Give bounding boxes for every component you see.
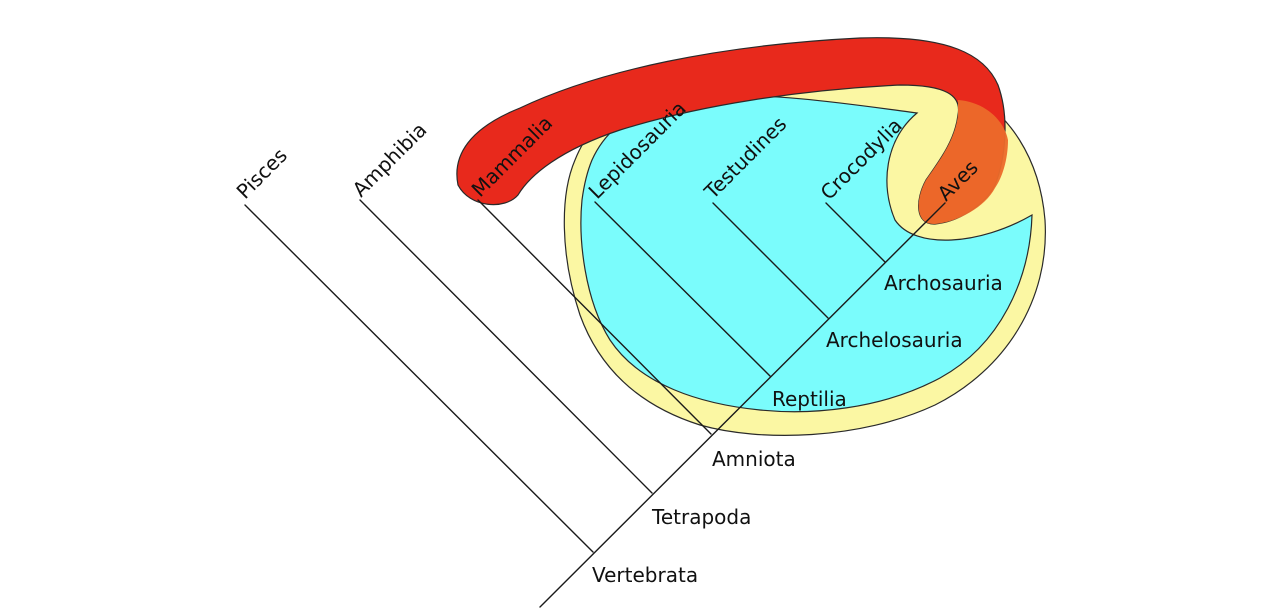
tip-label-pisces: Pisces (232, 143, 292, 203)
branch-pisces (244, 204, 594, 553)
overlap-region (918, 100, 1008, 225)
branch-testudines (712, 202, 829, 319)
node-label-archelosauria: Archelosauria (826, 328, 963, 352)
node-label-reptilia: Reptilia (772, 387, 847, 411)
tree-branches (244, 199, 946, 608)
node-label-vertebrata: Vertebrata (592, 563, 698, 587)
node-label-archosauria: Archosauria (884, 271, 1003, 295)
branch-lepidosauria (594, 201, 771, 377)
main-stem (539, 202, 946, 608)
branch-crocodylia (825, 202, 886, 263)
branch-amphibia (359, 199, 653, 494)
node-label-amniota: Amniota (712, 447, 796, 471)
branch-mammalia (477, 199, 712, 435)
node-label-tetrapoda: Tetrapoda (651, 505, 751, 529)
tip-label-amphibia: Amphibia (348, 118, 432, 202)
